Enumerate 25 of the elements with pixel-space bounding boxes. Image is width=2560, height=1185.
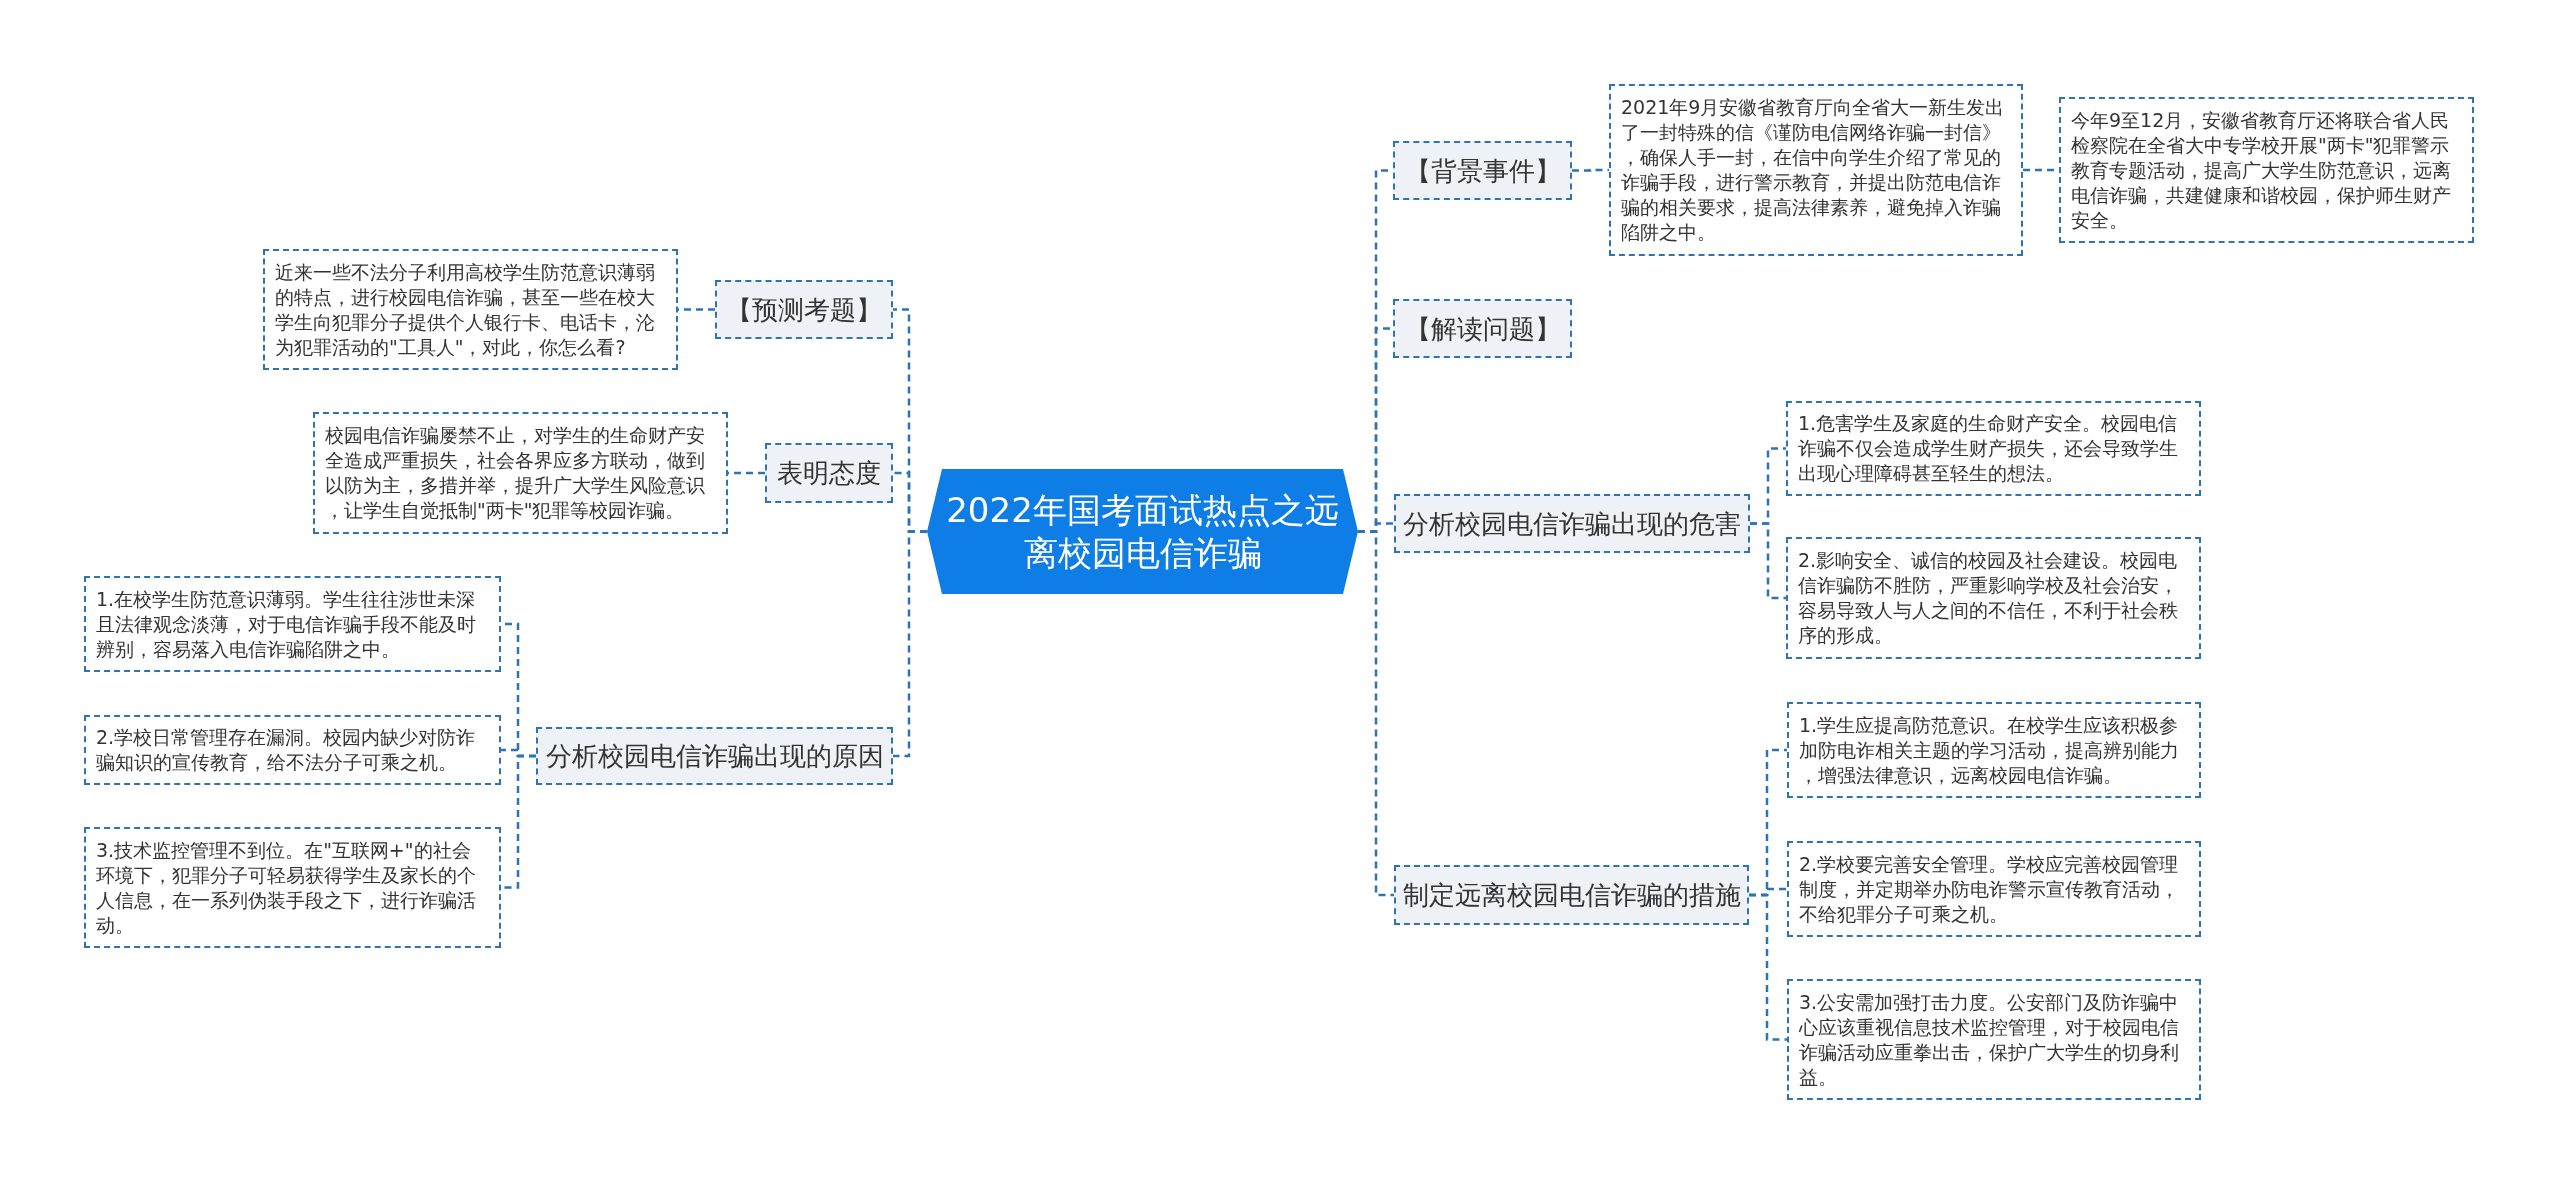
note-box: 1.危害学生及家庭的生命财产安全。校园电信诈骗不仅会造成学生财产损失，还会导致学生出现心理障碍甚至轻生的想法。 <box>1786 401 2201 496</box>
note-box: 今年9至12月，安徽省教育厅还将联合省人民检察院在全省大中专学校开展"两卡"犯罪警示教育专题活动，提高广大学生防范意识，远离电信诈骗，共建健康和谐校园，保护师生财产安全。 <box>2059 97 2474 243</box>
note-box: 1.学生应提高防范意识。在校学生应该积极参加防电诈相关主题的学习活动，提高辨别能力，增强法律意识，远离校园电信诈骗。 <box>1787 702 2201 798</box>
topic-box: 制定远离校园电信诈骗的措施 <box>1394 865 1749 925</box>
connector-line <box>1749 893 1787 1041</box>
topic-box: 表明态度 <box>765 443 893 503</box>
note-box: 近来一些不法分子利用高校学生防范意识薄弱的特点，进行校园电信诈骗，甚至一些在校大学生向犯罪分子提供个人银行卡、电话卡，沦为犯罪活动的"工具人"，对此，你怎么看? <box>263 249 678 370</box>
topic-box: 【背景事件】 <box>1393 141 1572 200</box>
topic-box: 【预测考题】 <box>715 280 893 339</box>
note-box: 2.学校日常管理存在漏洞。校园内缺少对防诈骗知识的宣传教育，给不法分子可乘之机。 <box>84 715 501 785</box>
topic-box: 分析校园电信诈骗出现的原因 <box>536 727 893 785</box>
hexagon-topic: 2022年国考面试热点之远离校园电信诈骗 <box>927 469 1358 594</box>
connector-line <box>1572 168 1609 172</box>
note-box: 3.技术监控管理不到位。在"互联网+"的社会环境下，犯罪分子可轻易获得学生及家长的个人信息，在一系列伪装手段之下，进行诈骗活动。 <box>84 827 501 948</box>
connector-line <box>1358 530 1394 897</box>
note-box: 2021年9月安徽省教育厅向全省大一新生发出了一封特殊的信《谨防电信网络诈骗一封信》，确保人手一封，在信中向学生介绍了常见的诈骗手段，进行警示教育，并提出防范电信诈骗的相关要求，提高法律素养，避免掉入诈骗陷阱之中。 <box>1609 84 2023 256</box>
note-box: 校园电信诈骗屡禁不止，对学生的生命财产安全造成严重损失，社会各界应多方联动，做到以防为主，多措并举，提升广大学生风险意识，让学生自觉抵制"两卡"犯罪等校园诈骗。 <box>313 412 728 534</box>
note-box: 2.学校要完善安全管理。学校应完善校园管理制度，并定期举办防电诈警示宣传教育活动，不给犯罪分子可乘之机。 <box>1787 841 2201 937</box>
connector-line <box>893 530 927 758</box>
topic-box: 【解读问题】 <box>1393 299 1572 358</box>
note-box: 2.影响安全、诚信的校园及社会建设。校园电信诈骗防不胜防，严重影响学校及社会治安，容易导致人与人之间的不信任，不利于社会秩序的形成。 <box>1786 537 2201 659</box>
note-box: 3.公安需加强打击力度。公安部门及防诈骗中心应该重视信息技术监控管理，对于校园电信诈骗活动应重拳出击，保护广大学生的切身利益。 <box>1787 979 2201 1100</box>
connector-line <box>1750 522 1786 600</box>
note-box: 1.在校学生防范意识薄弱。学生往往涉世未深且法律观念淡薄，对于电信诈骗手段不能及时辨别，容易落入电信诈骗陷阱之中。 <box>84 576 501 672</box>
topic-box: 分析校园电信诈骗出现的危害 <box>1394 494 1750 553</box>
